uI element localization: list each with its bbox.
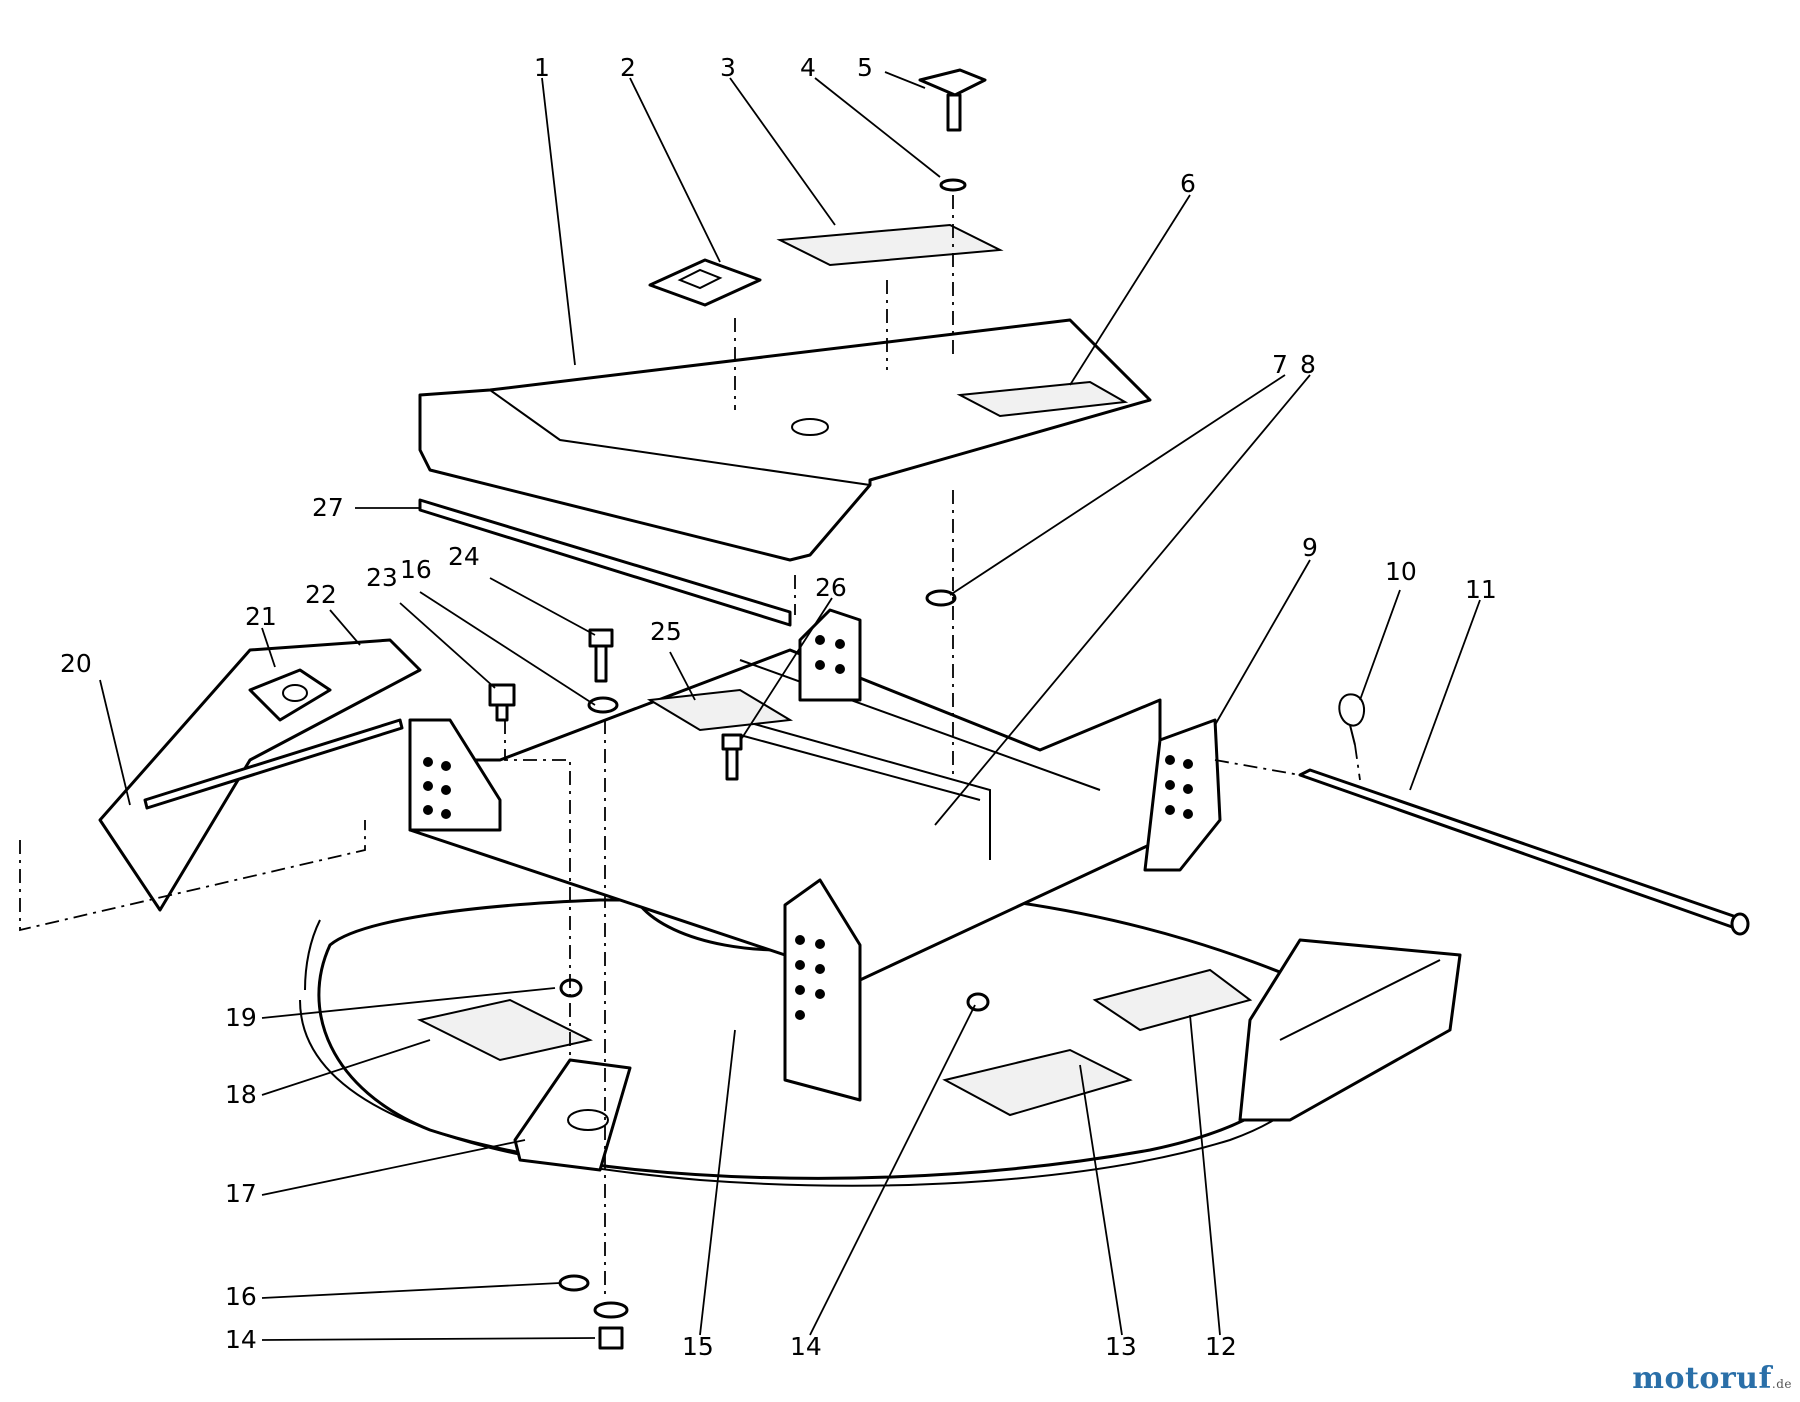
deck-decals bbox=[417, 968, 1253, 1117]
decal-12 bbox=[1092, 968, 1253, 1032]
decal-18 bbox=[417, 998, 593, 1062]
callout-10: 10 bbox=[1385, 557, 1417, 586]
callout-24: 24 bbox=[448, 542, 480, 571]
fasteners bbox=[488, 589, 990, 1350]
watermark-logo: motoruf.de bbox=[1632, 1361, 1792, 1396]
callout-4: 4 bbox=[800, 53, 816, 82]
knob-assembly bbox=[918, 68, 987, 192]
assembly-lines bbox=[19, 195, 1361, 1300]
decal-3 bbox=[776, 223, 1004, 267]
callout-2: 2 bbox=[620, 53, 636, 82]
callout-11: 11 bbox=[1465, 575, 1497, 604]
callout-19: 19 bbox=[225, 1003, 257, 1032]
leader-lines bbox=[99, 71, 1481, 1341]
callout-13: 13 bbox=[1105, 1332, 1137, 1361]
engine-cover bbox=[418, 318, 1152, 562]
callout-26: 26 bbox=[815, 573, 847, 602]
callout-22: 22 bbox=[305, 580, 337, 609]
watermark-text: motoruf bbox=[1632, 1361, 1772, 1396]
callout-14-top: 14 bbox=[790, 1332, 822, 1361]
callout-16-left: 16 bbox=[225, 1282, 257, 1311]
callout-14-left: 14 bbox=[225, 1325, 257, 1354]
callout-15: 15 bbox=[682, 1332, 714, 1361]
callout-12: 12 bbox=[1205, 1332, 1237, 1361]
deflector bbox=[98, 638, 422, 912]
callout-1: 1 bbox=[534, 53, 550, 82]
decal-13 bbox=[942, 1048, 1133, 1117]
callout-27: 27 bbox=[312, 493, 344, 522]
callout-20: 20 bbox=[60, 649, 92, 678]
callout-18: 18 bbox=[225, 1080, 257, 1109]
callout-5: 5 bbox=[857, 53, 873, 82]
decal-25 bbox=[646, 688, 794, 732]
callout-17: 17 bbox=[225, 1179, 257, 1208]
callout-23: 23 bbox=[366, 563, 398, 592]
callout-6: 6 bbox=[1180, 169, 1196, 198]
decal-6 bbox=[956, 380, 1129, 418]
pin-assembly bbox=[1298, 693, 1750, 936]
callout-labels: 1 2 3 4 5 6 7 8 9 10 11 12 13 14 14 15 1… bbox=[60, 53, 1497, 1361]
callout-16-top: 16 bbox=[400, 555, 432, 584]
callout-3: 3 bbox=[720, 53, 736, 82]
decal-2 bbox=[648, 258, 762, 307]
callout-25: 25 bbox=[650, 617, 682, 646]
watermark-suffix: .de bbox=[1771, 1377, 1792, 1391]
callout-7: 7 bbox=[1272, 350, 1288, 379]
seal-strip bbox=[418, 498, 792, 627]
callout-21: 21 bbox=[245, 602, 277, 631]
plate-17 bbox=[513, 1058, 632, 1172]
callout-8: 8 bbox=[1300, 350, 1316, 379]
bracket-holes bbox=[423, 635, 1193, 1020]
callout-9: 9 bbox=[1302, 533, 1318, 562]
